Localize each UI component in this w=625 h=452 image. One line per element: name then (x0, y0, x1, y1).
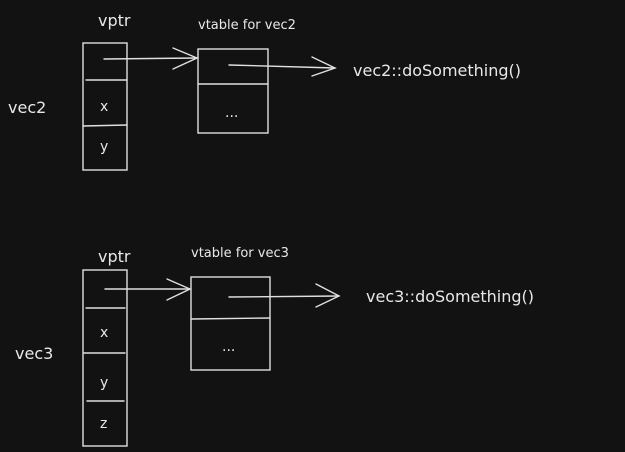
field-z: z (100, 416, 107, 432)
vptr-arrow (103, 47, 199, 70)
function-pointer-arrow (228, 56, 337, 77)
object-memory-box (82, 269, 128, 447)
object-label: vec3 (15, 344, 53, 363)
target-function: vec3::doSomething() (366, 287, 534, 306)
field-y: y (100, 375, 108, 391)
vec3-diagram: vec3 vptr x y z vtable for vec3 ... vec3… (15, 246, 534, 447)
vtable-label: vtable for vec3 (191, 246, 289, 261)
target-function: vec2::doSomething() (353, 61, 521, 80)
vec2-diagram: vec2 vptr x y vtable for vec2 ... vec2::… (8, 11, 521, 171)
function-pointer-arrow (228, 283, 341, 308)
vtable-divider (190, 317, 271, 320)
object-memory-box (82, 42, 128, 171)
vptr-arrow (104, 278, 192, 301)
vtable-rest: ... (225, 105, 238, 121)
object-label: vec2 (8, 98, 46, 117)
vtable-label: vtable for vec2 (198, 18, 296, 33)
vptr-label: vptr (98, 247, 131, 266)
field-x: x (100, 325, 108, 341)
vtable-rest: ... (222, 339, 235, 355)
field-x: x (100, 99, 108, 115)
vtable-box (190, 276, 271, 371)
field-y: y (100, 139, 108, 155)
vptr-label: vptr (98, 11, 131, 30)
field-divider (82, 124, 128, 127)
vtable-box (197, 48, 269, 134)
